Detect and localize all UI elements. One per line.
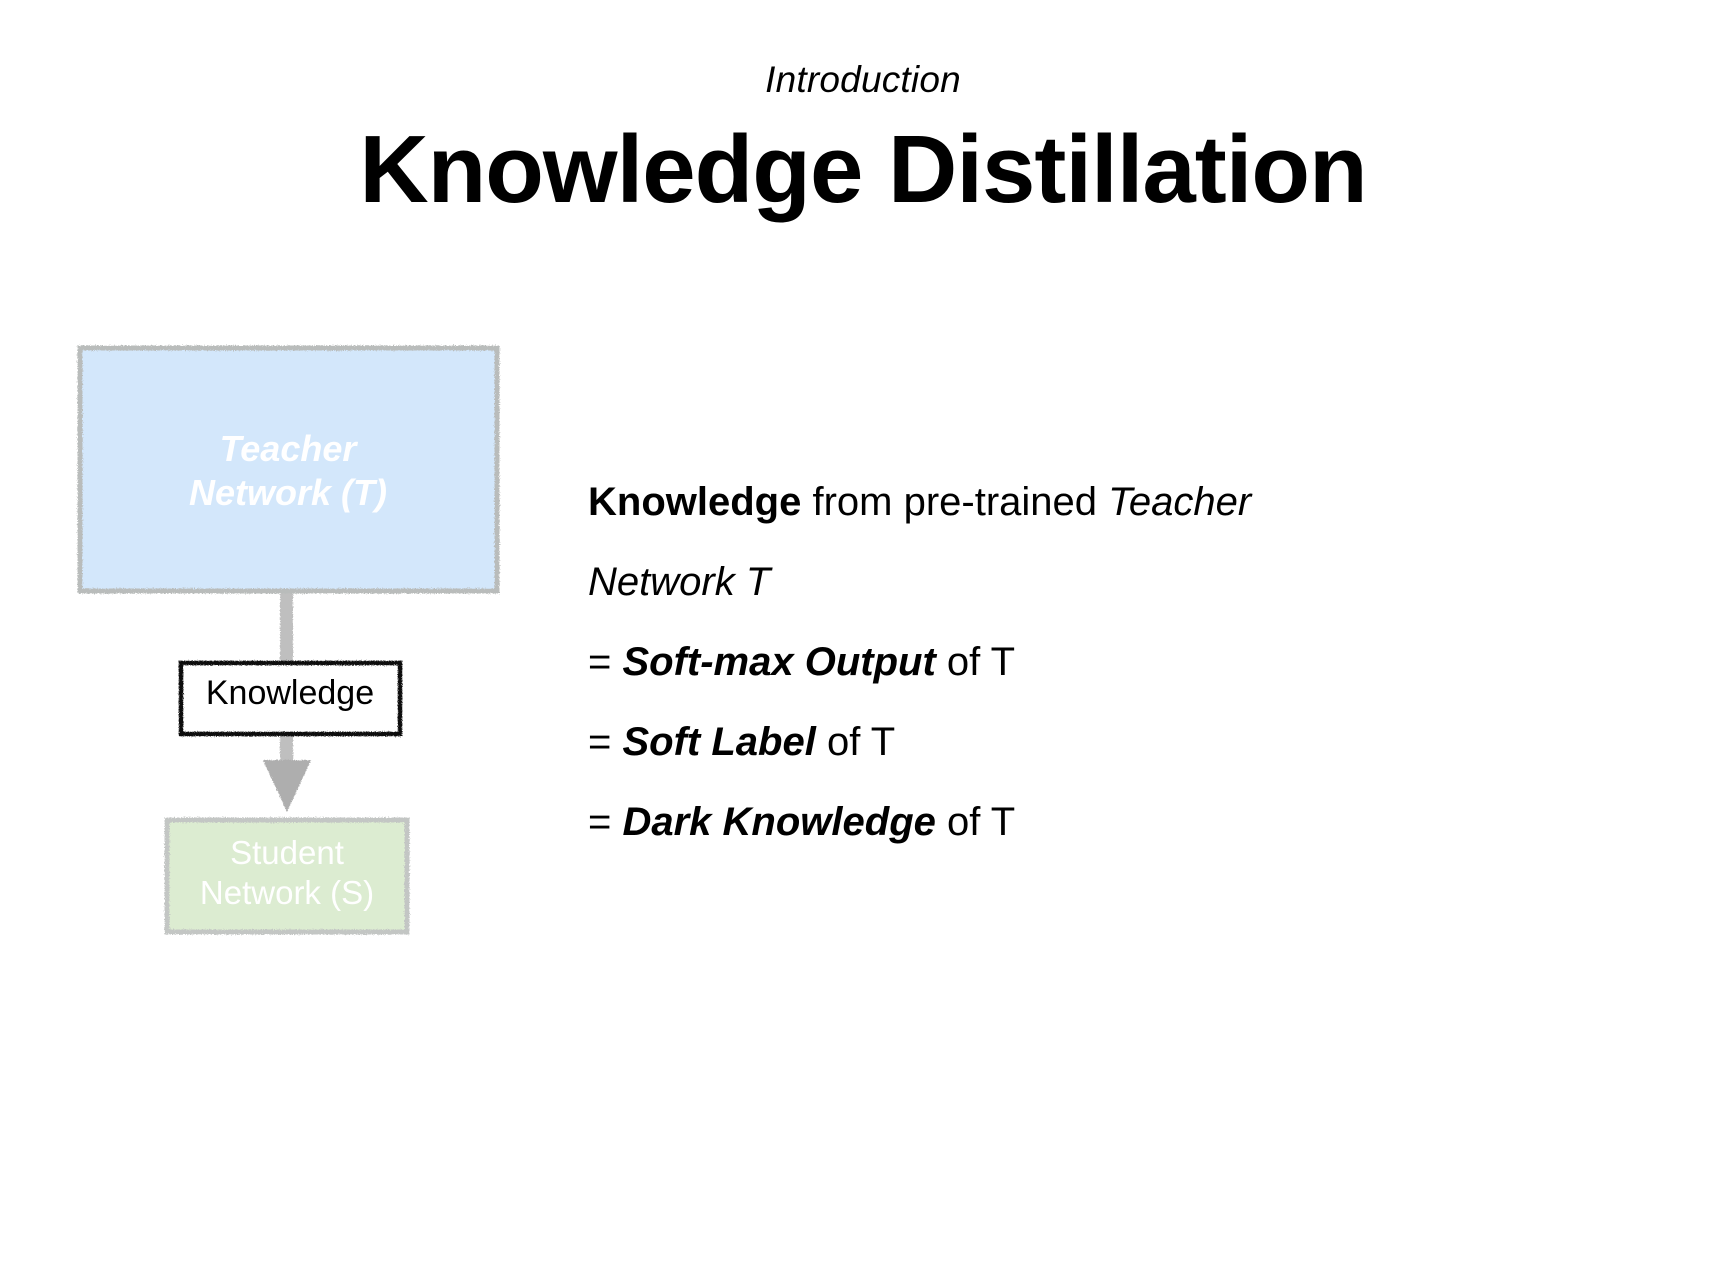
text-segment: Teacher	[1108, 480, 1252, 524]
text-segment: Knowledge	[588, 480, 802, 524]
line-knowledge-source: Knowledge from pre-trained Teacher	[588, 462, 1648, 542]
line-network-t: Network T	[588, 542, 1648, 622]
text-segment: from pre-trained	[801, 480, 1109, 524]
knowledge-box	[178, 660, 403, 737]
text-segment: Soft-max Output	[622, 640, 936, 684]
page-title: Knowledge Distillation	[359, 115, 1367, 223]
text-segment: of T	[935, 800, 1016, 844]
text-segment: of T	[815, 720, 896, 764]
slide-eyebrow: Introduction	[765, 59, 961, 100]
text-segment: =	[588, 800, 623, 844]
knowledge-distillation-diagram: Teacher Network (T) Knowledge Student Ne…	[0, 0, 620, 1274]
line-softmax-output: = Soft-max Output of T	[588, 622, 1648, 702]
slide-header: Introduction Knowledge Distillation	[0, 59, 1726, 225]
diagram-canvas	[77, 345, 500, 935]
teacher-network-box	[77, 345, 500, 594]
text-segment: Dark Knowledge	[622, 800, 936, 844]
text-segment: =	[588, 720, 623, 764]
line-soft-label: = Soft Label of T	[588, 702, 1648, 782]
line-dark-knowledge: = Dark Knowledge of T	[588, 782, 1648, 862]
text-segment: =	[588, 640, 623, 684]
text-segment: Network T	[588, 560, 771, 604]
student-network-box	[164, 817, 410, 935]
text-segment: of T	[935, 640, 1016, 684]
text-segment: Soft Label	[622, 720, 816, 764]
